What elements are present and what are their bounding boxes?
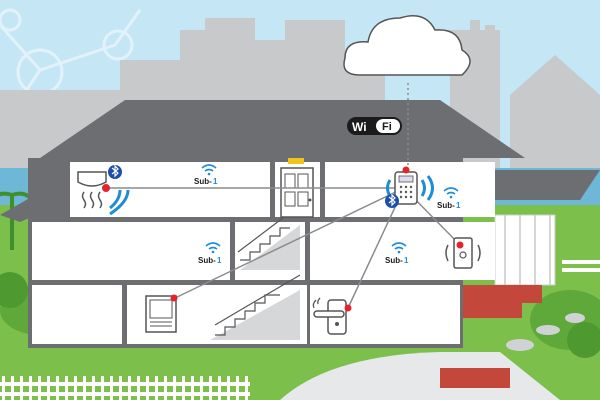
fence-post — [200, 376, 203, 400]
network-graph-decoration — [0, 8, 142, 101]
fence-post — [164, 376, 167, 400]
wifi-badge-left-text: Wi — [352, 120, 367, 134]
fence-post — [155, 376, 158, 400]
network-links — [108, 80, 461, 309]
fence-post — [227, 376, 230, 400]
room-middle-left — [32, 222, 230, 280]
fence-post — [65, 376, 68, 400]
fence-post — [47, 376, 50, 400]
window-sensor-icon — [145, 294, 178, 333]
wifi-badge-icon: Wi Fi — [347, 117, 402, 135]
fence-post — [56, 376, 59, 400]
bluetooth-icon — [108, 164, 122, 179]
fence-post — [173, 376, 176, 400]
room-lower-left — [32, 285, 122, 344]
fence-post — [92, 376, 95, 400]
fence-post — [236, 376, 239, 400]
fence-post — [137, 376, 140, 400]
roof — [40, 100, 525, 158]
sub1-prefix: Sub- — [194, 177, 212, 186]
thermostat-icon — [445, 237, 481, 269]
fence-right — [562, 260, 600, 272]
porch-structure — [492, 170, 600, 286]
fence-post — [218, 376, 221, 400]
brick-steps — [462, 285, 542, 318]
wifi-signal-icon — [205, 242, 221, 250]
wifi-signal-icon — [391, 242, 407, 250]
sub1-label-attic-left: Sub- 1 — [194, 164, 218, 186]
fence-post — [245, 376, 248, 400]
door-light-icon — [288, 158, 304, 164]
fence-post — [146, 376, 149, 400]
fence-post — [29, 376, 32, 400]
fence-post — [191, 376, 194, 400]
room-attic-left — [70, 162, 270, 217]
fence-left — [0, 376, 250, 400]
sub1-suffix: 1 — [404, 256, 409, 265]
wifi-signal-icon — [443, 187, 459, 195]
sub1-prefix: Sub- — [198, 256, 216, 265]
fence-post — [11, 376, 14, 400]
sub1-prefix: Sub- — [385, 256, 403, 265]
sub1-label-attic-right: Sub- 1 — [437, 187, 461, 210]
cloud-icon — [343, 15, 471, 76]
fence-post — [83, 376, 86, 400]
fence-post — [128, 376, 131, 400]
fence-post — [110, 376, 113, 400]
bluetooth-icon — [385, 193, 399, 208]
wifi-signal-icon — [109, 189, 130, 216]
door-icon — [280, 167, 314, 218]
wifi-badge-right-text: Fi — [382, 121, 392, 133]
sub1-prefix: Sub- — [437, 201, 455, 210]
foreground-brick-wall — [440, 368, 510, 388]
node-dot — [102, 184, 110, 192]
fence-post — [101, 376, 104, 400]
fence-post — [20, 376, 23, 400]
sub1-suffix: 1 — [213, 177, 218, 186]
fence-post — [209, 376, 212, 400]
fence-post — [38, 376, 41, 400]
fence-post — [182, 376, 185, 400]
fence-post — [2, 376, 5, 400]
sub1-suffix: 1 — [217, 256, 222, 265]
smoke-detector-icon — [77, 171, 110, 209]
hub-keypad-icon — [394, 166, 418, 205]
fence-post — [119, 376, 122, 400]
wifi-signal-icon — [201, 164, 217, 172]
sub1-label-middle-right: Sub- 1 — [385, 242, 409, 265]
door-lock-icon — [312, 297, 352, 335]
fence-post — [74, 376, 77, 400]
sub1-suffix: 1 — [456, 201, 461, 210]
sub1-label-middle-left: Sub- 1 — [198, 242, 222, 265]
